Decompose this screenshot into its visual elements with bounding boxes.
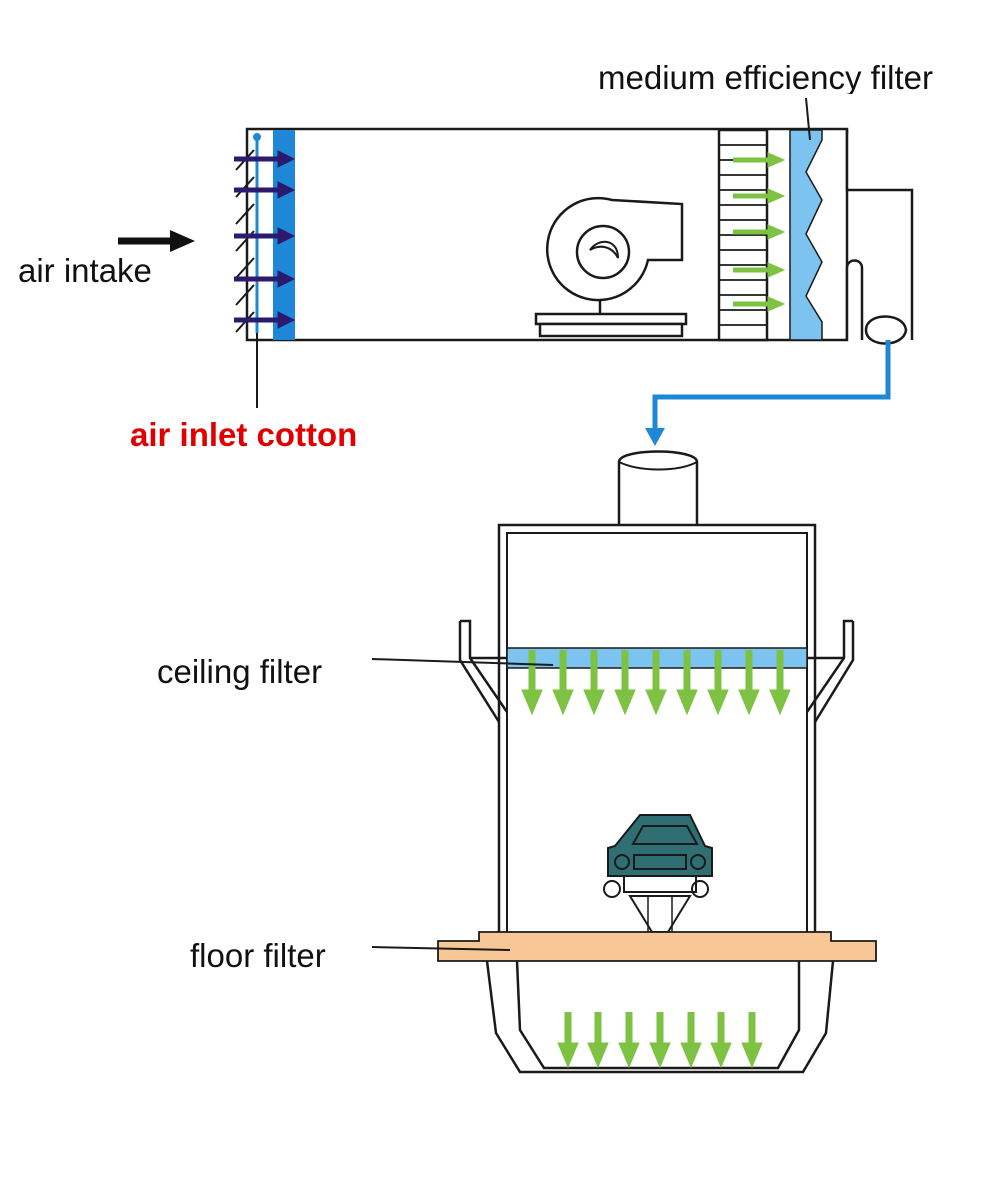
arrow-icon (645, 650, 667, 716)
arrow-icon (733, 152, 786, 168)
arrow-icon (583, 650, 605, 716)
arrow-icon (521, 650, 543, 716)
arrow-icon (733, 188, 786, 204)
inlet-cotton-dot (253, 133, 261, 141)
arrow-icon (741, 1012, 763, 1069)
ceiling-filter-label: ceiling filter (157, 653, 323, 690)
arrow-icon (733, 296, 786, 312)
floor-filter-label: floor filter (190, 937, 326, 974)
supply-duct-line (645, 340, 891, 446)
outlet-duct (845, 130, 914, 345)
arrow-icon (738, 650, 760, 716)
booth-pit (485, 960, 835, 1074)
intake-airflow-arrows (234, 150, 296, 329)
air-intake-label: air intake (18, 252, 152, 289)
air-handling-unit (234, 97, 914, 345)
arrow-icon (649, 1012, 671, 1069)
ceiling-airflow-arrows (521, 650, 791, 716)
arrow-icon (676, 650, 698, 716)
centrifugal-fan-icon (534, 196, 688, 338)
car-icon (603, 814, 713, 933)
arrow-icon (234, 311, 296, 329)
arrow-icon (234, 150, 296, 168)
ceiling-filter-leader (371, 658, 554, 666)
medium-efficiency-filter (789, 129, 823, 341)
arrow-icon (733, 262, 786, 278)
paint-booth (437, 450, 877, 1074)
air-intake-arrow-icon (118, 230, 195, 252)
arrow-icon (769, 650, 791, 716)
arrow-icon (614, 650, 636, 716)
booth-inlet-pipe (617, 450, 699, 525)
floor-filter-leader (371, 946, 511, 951)
medium-filter-label: medium efficiency filter (598, 61, 934, 94)
arrow-icon (710, 1012, 732, 1069)
pit-airflow-arrows (557, 1012, 763, 1069)
arrow-icon (552, 650, 574, 716)
arrow-icon (707, 650, 729, 716)
arrow-icon (234, 181, 296, 199)
arrow-icon (234, 227, 296, 245)
arrow-icon (733, 224, 786, 240)
booth-side-brackets (458, 619, 855, 723)
coil-airflow-arrows (733, 152, 786, 312)
medium-filter-leader (805, 97, 811, 141)
arrow-icon (557, 1012, 579, 1069)
inlet-cotton-label: air inlet cotton (130, 416, 358, 453)
arrow-icon (618, 1012, 640, 1069)
arrow-icon (587, 1012, 609, 1069)
floor-filter (437, 931, 877, 962)
intake-louvers (235, 149, 255, 333)
arrow-icon (234, 270, 296, 288)
arrow-icon (680, 1012, 702, 1069)
